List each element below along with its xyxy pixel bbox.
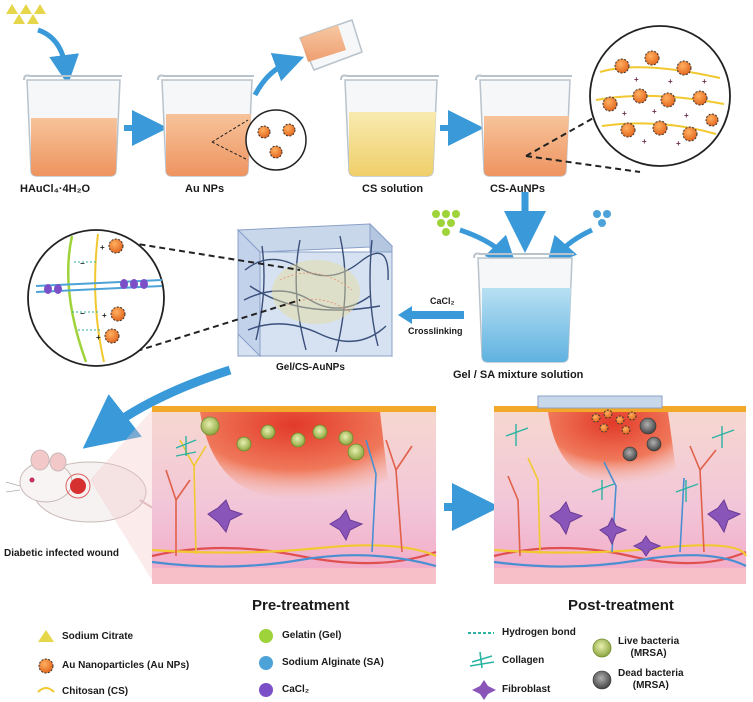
beaker-haucl4	[23, 74, 122, 177]
label-crosslinking: Crosslinking	[408, 326, 463, 336]
legend-alginate-icon	[259, 656, 273, 670]
hydrogel-block	[236, 222, 394, 358]
curved-arrow-alginate	[546, 227, 594, 268]
legend-dead-icon	[592, 670, 612, 690]
svg-text:+: +	[622, 109, 627, 118]
legend-fibroblast-icon	[472, 680, 496, 700]
beaker-cs-aunps	[475, 74, 572, 177]
legend-sodium-alginate: Sodium Alginate (SA)	[282, 657, 384, 668]
legend-dead-bacteria: Dead bacteria (MRSA)	[618, 668, 684, 691]
svg-text:+: +	[702, 77, 707, 86]
legend-icons	[37, 629, 612, 700]
svg-text:+: +	[634, 75, 639, 84]
arrow-to-mouse	[82, 365, 232, 449]
legend-live-icon	[592, 638, 612, 658]
label-cs-aunps: CS-AuNPs	[490, 183, 546, 195]
curved-arrow-citrate	[37, 27, 80, 85]
curved-arrow-pour	[252, 53, 305, 97]
legend-hydrogen-bond: Hydrogen bond	[502, 627, 576, 638]
pre-treatment-skin	[151, 406, 437, 584]
legend-citrate-icon	[38, 630, 54, 642]
legend-collagen-icon	[469, 651, 495, 669]
legend-cacl2-icon	[259, 683, 273, 697]
crosslinking-arrow	[398, 306, 466, 324]
legend-collagen: Collagen	[502, 655, 545, 666]
svg-text:+: +	[100, 243, 105, 252]
svg-text:+: +	[652, 107, 657, 116]
label-gel-cs-aunps: Gel/CS-AuNPs	[276, 362, 345, 373]
svg-text:+: +	[676, 139, 681, 148]
cs-aunp-zoom: + + + + + + + +	[525, 25, 731, 173]
label-pre-treatment: Pre-treatment	[252, 597, 350, 614]
label-haucl4: HAuCl₄·4H₂O	[20, 183, 91, 195]
legend-gelatin-icon	[259, 629, 273, 643]
curved-arrow-gelatin	[459, 227, 517, 267]
label-diabetic-wound: Diabetic infected wound	[4, 548, 120, 559]
svg-text:−: −	[80, 309, 85, 318]
legend-chitosan-icon	[37, 687, 55, 693]
legend-au-nanoparticles: Au Nanoparticles (Au NPs)	[62, 660, 190, 671]
label-post-treatment: Post-treatment	[568, 597, 674, 614]
legend-gelatin: Gelatin (Gel)	[282, 630, 342, 641]
au-np-zoom	[211, 109, 307, 171]
gelatin-dots	[432, 210, 460, 236]
legend-live-bacteria: Live bacteria (MRSA)	[618, 636, 680, 659]
svg-text:+: +	[102, 311, 107, 320]
svg-text:+: +	[642, 137, 647, 146]
label-gel-sa-mixture: Gel / SA mixture solution	[453, 369, 584, 381]
beaker-gel-sa	[473, 252, 574, 363]
svg-text:+: +	[668, 77, 673, 86]
legend-au-np-icon	[38, 658, 54, 674]
label-cs-solution: CS solution	[362, 183, 424, 195]
mouse-illustration	[5, 449, 191, 523]
legend-sodium-citrate: Sodium Citrate	[62, 631, 134, 642]
alginate-dots	[593, 210, 611, 227]
hydrogel-zoom: + + + − −	[27, 229, 301, 367]
legend-chitosan: Chitosan (CS)	[62, 686, 129, 697]
svg-text:+: +	[684, 111, 689, 120]
legend-cacl2: CaCl₂	[282, 684, 310, 695]
sodium-citrate-triangles	[6, 4, 46, 24]
beaker-au-nps	[157, 74, 254, 177]
svg-text:−: −	[80, 259, 85, 268]
zoom-wedge	[90, 410, 152, 580]
svg-text:+: +	[96, 333, 101, 342]
post-treatment-skin	[493, 395, 748, 584]
label-cacl2: CaCl₂	[430, 296, 455, 306]
label-au-nps: Au NPs	[185, 183, 225, 195]
legend-fibroblast: Fibroblast	[502, 684, 551, 695]
pouring-beaker	[298, 19, 363, 71]
beaker-cs-solution	[340, 74, 439, 177]
